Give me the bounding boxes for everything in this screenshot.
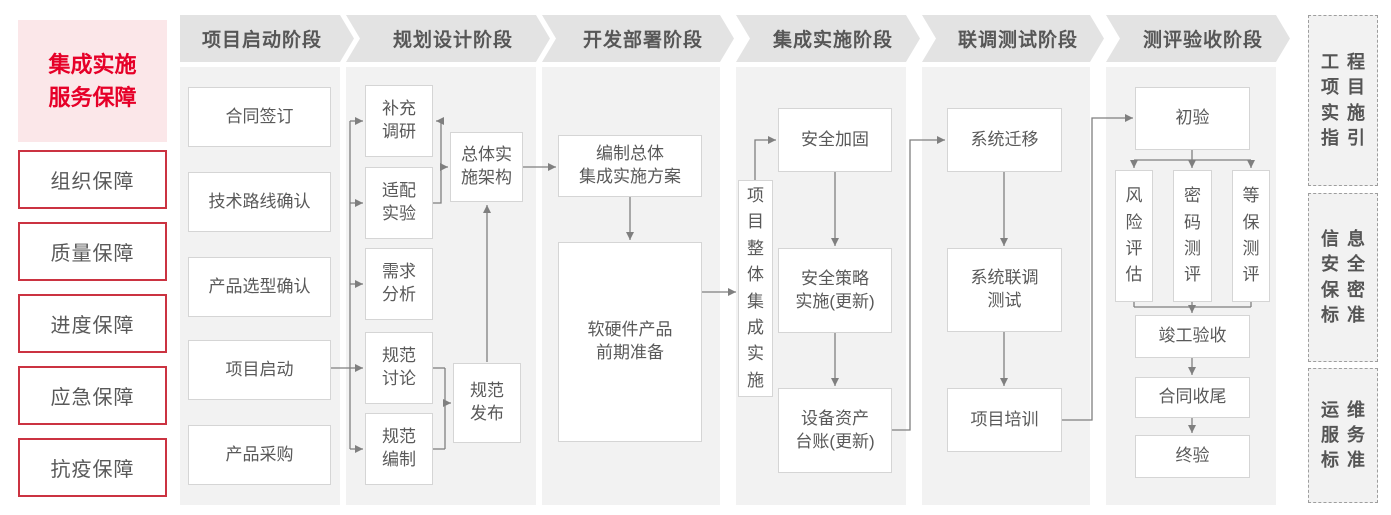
- node-completion-acceptance: 竣工验收: [1135, 315, 1250, 358]
- node-product-selection-confirm: 产品选型确认: [188, 257, 331, 317]
- node-crypto-evaluation: 密 码 测 评: [1173, 170, 1212, 302]
- sidebar-item-quality-guarantee: 质量保障: [18, 222, 167, 281]
- phase-banner-develop-deploy: 开发部署阶段: [542, 15, 734, 62]
- node-risk-assessment: 风 险 评 估: [1115, 170, 1153, 302]
- node-spec-release: 规范 发布: [453, 363, 521, 443]
- node-overall-plan: 编制总体 集成实施方案: [558, 135, 702, 197]
- node-spec-discussion: 规范 讨论: [365, 332, 433, 404]
- sidebar-item-schedule-guarantee: 进度保障: [18, 294, 167, 353]
- sidebar-item-organization-guarantee: 组织保障: [18, 150, 167, 209]
- node-adaptation-experiment: 适配 实验: [365, 167, 433, 239]
- node-system-migration: 系统迁移: [947, 108, 1062, 172]
- phase-banner-project-kickoff: 项目启动阶段: [180, 15, 354, 62]
- node-tech-route-confirm: 技术路线确认: [188, 172, 331, 232]
- node-product-procurement: 产品采购: [188, 425, 331, 485]
- node-joint-debug-test: 系统联调 测试: [947, 248, 1062, 332]
- node-graded-protection-evaluation: 等 保 测 评: [1232, 170, 1270, 302]
- node-final-acceptance: 终验: [1135, 435, 1250, 478]
- standard-project-implementation-guide: 工程 项目 实施 指引: [1308, 15, 1378, 186]
- standard-operation-maintenance-service: 运维 服务 标准: [1308, 368, 1378, 503]
- phase-banner-joint-test: 联调测试阶段: [922, 15, 1104, 62]
- node-supplement-research: 补充 调研: [365, 85, 433, 157]
- node-overall-integration: 项 目 整 体 集 成 实 施: [738, 180, 773, 397]
- node-project-training: 项目培训: [947, 388, 1062, 452]
- node-contract-signing: 合同签订: [188, 87, 331, 147]
- phase-banner-integration-impl: 集成实施阶段: [736, 15, 920, 62]
- node-project-kickoff: 项目启动: [188, 340, 331, 400]
- node-security-policy: 安全策略 实施(更新): [778, 248, 892, 333]
- sidebar-item-emergency-guarantee: 应急保障: [18, 366, 167, 425]
- node-security-hardening: 安全加固: [778, 108, 892, 172]
- node-pre-preparation: 软硬件产品 前期准备: [558, 242, 702, 442]
- node-requirement-analysis: 需求 分析: [365, 248, 433, 320]
- sidebar-item-epidemic-guarantee: 抗疫保障: [18, 438, 167, 497]
- node-initial-acceptance: 初验: [1135, 87, 1250, 150]
- phase-banner-eval-acceptance: 测评验收阶段: [1106, 15, 1290, 62]
- sidebar-title: 集成实施 服务保障: [18, 20, 167, 142]
- standard-information-security-confidentiality: 信息 安全 保密 标准: [1308, 193, 1378, 362]
- node-overall-architecture: 总体实 施架构: [450, 132, 523, 202]
- node-asset-ledger: 设备资产 台账(更新): [778, 388, 892, 473]
- node-spec-compilation: 规范 编制: [365, 413, 433, 485]
- node-contract-closure: 合同收尾: [1135, 377, 1250, 418]
- phase-banner-planning-design: 规划设计阶段: [346, 15, 550, 62]
